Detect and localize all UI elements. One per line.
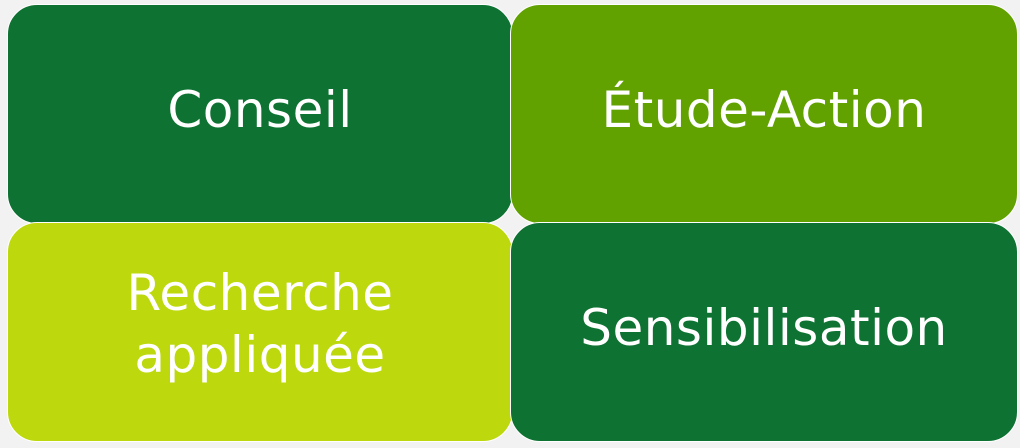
tile-sensibilisation: Sensibilisation — [510, 222, 1018, 442]
tile-etude-action: Étude-Action — [510, 4, 1018, 224]
tile-sensibilisation-label: Sensibilisation — [580, 299, 948, 357]
tile-conseil-label: Conseil — [167, 81, 353, 139]
tile-recherche-appliquee-line1: Recherche — [126, 264, 394, 322]
tile-recherche-appliquee-line2: appliquée — [134, 326, 386, 384]
tile-conseil: Conseil — [7, 4, 513, 224]
tile-recherche-appliquee-label: Recherche appliquée — [126, 262, 393, 386]
tile-etude-action-label: Étude-Action — [601, 81, 927, 139]
tile-recherche-appliquee: Recherche appliquée — [7, 222, 513, 442]
